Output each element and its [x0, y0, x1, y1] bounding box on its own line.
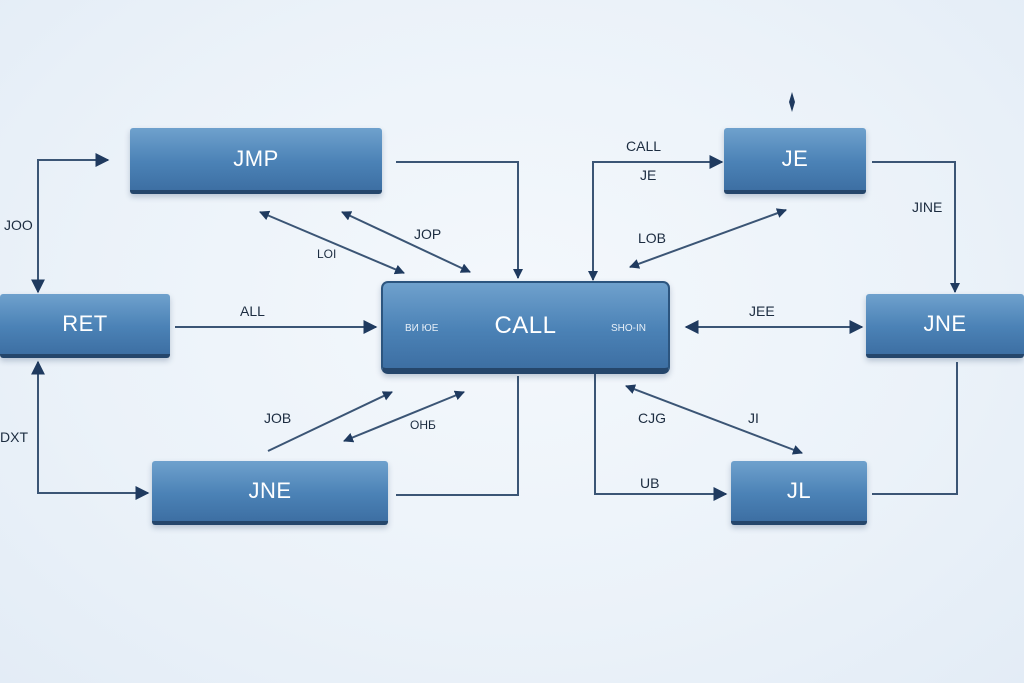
edge-label-job: JOB [264, 410, 292, 426]
edge-diag-lob [629, 208, 787, 269]
edge-diag-ohs [343, 390, 465, 443]
edge-jne-bottom-to-call [396, 376, 519, 496]
edge-diag-jop [341, 211, 471, 273]
node-jne-right-label: JNE [923, 311, 967, 336]
edge-label-cjg: CJG [638, 410, 666, 426]
edge-label-lon: LOI [317, 247, 337, 261]
edge-label-jee: JEE [749, 303, 775, 319]
edge-je-to-jne-right [872, 161, 960, 293]
edge-label-jine: JINE [912, 199, 943, 215]
node-ret: RET [0, 294, 170, 358]
edge-jne-right-to-jl [872, 362, 958, 495]
node-jmp: JMP [130, 128, 382, 194]
edge-jmp-to-call [396, 161, 523, 279]
edge-label-all: ALL [240, 303, 265, 319]
node-jl-label: JL [786, 478, 812, 503]
edge-call-to-je [588, 155, 724, 281]
node-je-label: JE [781, 146, 809, 171]
edge-label-jod: JOO [4, 217, 33, 233]
node-jmp-label: JMP [233, 146, 279, 171]
node-jne-right: JNE [866, 294, 1024, 358]
node-ret-label: RET [62, 311, 108, 336]
edge-ret-to-jmp [31, 153, 110, 294]
edge-label-ji: JI [748, 410, 759, 426]
node-call-left-sublabel: ВИ ЮЕ [405, 323, 439, 334]
node-je: JE [724, 128, 866, 194]
edge-ret-to-jne-bottom [31, 360, 150, 500]
edge-label-call: CALL [626, 138, 662, 154]
edge-label-ohs: ОНБ [410, 418, 436, 432]
node-call-label: CALL [494, 311, 557, 339]
node-call-right-sublabel: SHO-IN [611, 323, 646, 334]
node-jl: JL [731, 461, 867, 525]
edge-diag-lon [259, 210, 405, 275]
node-jne-bottom-label: JNE [248, 478, 292, 503]
edge-label-ub: UB [640, 475, 660, 491]
edge-label-je: JE [640, 167, 657, 183]
node-call: ВИ ЮЕ CALL SHO-IN [381, 281, 670, 374]
node-jne-bottom: JNE [152, 461, 388, 525]
edge-label-dxt: DXT [0, 429, 28, 445]
edge-label-jop: JOP [414, 226, 442, 242]
edge-call-to-jl [594, 374, 728, 501]
edge-label-lob: LOB [638, 230, 667, 246]
top-mark [789, 92, 795, 112]
edge-diag-cjg [625, 384, 803, 455]
